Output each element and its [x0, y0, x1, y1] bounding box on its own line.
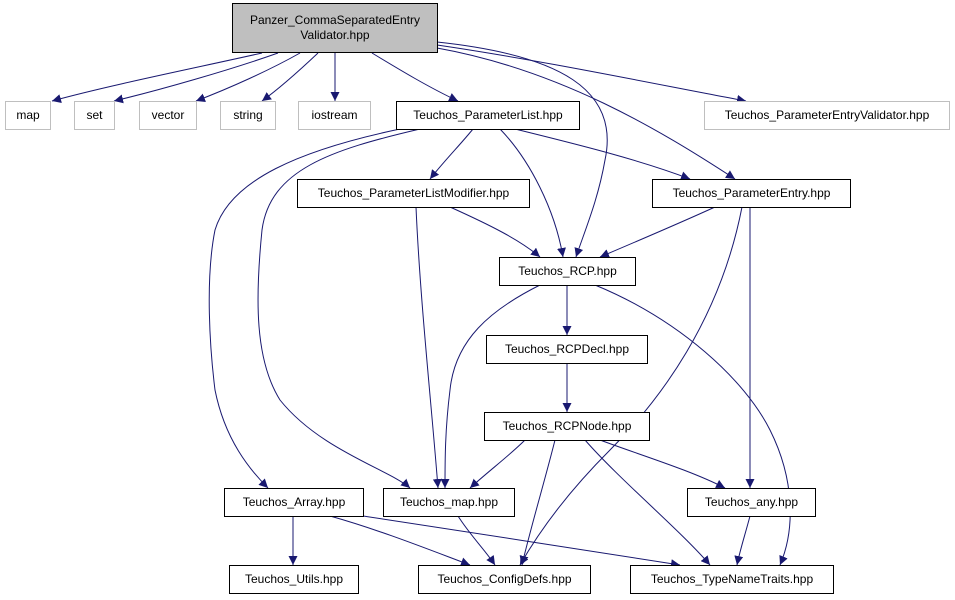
- edge-root-to-string: [261, 52, 319, 102]
- node-box: [229, 565, 359, 594]
- edge-root-to-rcp: [436, 41, 608, 258]
- node-set: set: [74, 101, 115, 130]
- node-pe[interactable]: Teuchos_ParameterEntry.hpp: [652, 179, 851, 208]
- node-box: [499, 257, 636, 286]
- node-tmap[interactable]: Teuchos_map.hpp: [383, 488, 515, 517]
- edge-rcp-to-tnt: [594, 284, 791, 566]
- edge-root-to-set: [113, 52, 279, 104]
- node-label: Teuchos_TypeNameTraits.hpp: [651, 572, 814, 586]
- edge-root-to-pe: [436, 47, 736, 180]
- node-array[interactable]: Teuchos_Array.hpp: [224, 488, 364, 517]
- node-layer: Panzer_CommaSeparatedEntryValidator.hppm…: [5, 3, 950, 594]
- edge-plist-to-pe: [514, 128, 691, 181]
- edge-plm-to-tmap: [415, 206, 442, 489]
- node-box: [220, 101, 276, 130]
- node-box: [383, 488, 515, 517]
- edge-tmap-to-cdefs: [457, 515, 496, 566]
- edge-plist-to-rcp: [499, 128, 566, 258]
- node-tnt[interactable]: Teuchos_TypeNameTraits.hpp: [630, 565, 834, 594]
- node-label: Teuchos_ParameterListModifier.hpp: [318, 186, 510, 200]
- node-label: Teuchos_ParameterEntry.hpp: [673, 186, 831, 200]
- node-utils[interactable]: Teuchos_Utils.hpp: [229, 565, 359, 594]
- node-box: [297, 179, 530, 208]
- node-cdefs[interactable]: Teuchos_ConfigDefs.hpp: [418, 565, 591, 594]
- edge-layer: [51, 41, 791, 569]
- edge-plm-to-rcp: [449, 206, 541, 258]
- node-label: iostream: [311, 108, 357, 122]
- node-box: [630, 565, 834, 594]
- node-label: set: [86, 108, 103, 122]
- node-label: Teuchos_RCPDecl.hpp: [505, 342, 629, 356]
- edge-plist-to-tmap: [257, 128, 421, 489]
- edge-plist-to-array: [208, 128, 401, 489]
- edge-array-to-tnt: [362, 515, 681, 569]
- edge-rcpnode-to-tmap: [469, 439, 526, 489]
- edge-root-to-map: [51, 52, 263, 103]
- edge-rcpnode-to-any: [599, 439, 726, 489]
- node-pev: Teuchos_ParameterEntryValidator.hpp: [704, 101, 950, 130]
- edge-root-to-plist: [371, 52, 459, 102]
- node-box: [652, 179, 851, 208]
- node-rcpdecl[interactable]: Teuchos_RCPDecl.hpp: [486, 335, 648, 364]
- node-label: Teuchos_any.hpp: [705, 495, 799, 509]
- node-label: Validator.hpp: [300, 28, 369, 42]
- node-label: Panzer_CommaSeparatedEntry: [250, 13, 420, 27]
- node-box: [5, 101, 51, 130]
- node-box: [224, 488, 364, 517]
- node-label: Teuchos_RCPNode.hpp: [503, 419, 632, 433]
- node-box: [486, 335, 648, 364]
- node-any[interactable]: Teuchos_any.hpp: [687, 488, 816, 517]
- node-label: Teuchos_ParameterList.hpp: [413, 108, 563, 122]
- node-label: string: [233, 108, 262, 122]
- node-iostream: iostream: [298, 101, 371, 130]
- node-label: Teuchos_RCP.hpp: [518, 264, 617, 278]
- node-label: Teuchos_ConfigDefs.hpp: [437, 572, 571, 586]
- node-rcp[interactable]: Teuchos_RCP.hpp: [499, 257, 636, 286]
- edge-array-to-cdefs: [329, 515, 471, 567]
- node-box: [418, 565, 591, 594]
- edge-rcpnode-to-tnt: [584, 439, 711, 566]
- node-label: vector: [152, 108, 185, 122]
- node-label: Teuchos_map.hpp: [400, 495, 498, 509]
- node-map: map: [5, 101, 51, 130]
- edge-pe-to-rcp: [599, 206, 716, 258]
- node-box: [298, 101, 371, 130]
- edge-plist-to-plm: [429, 128, 474, 180]
- edge-root-to-pev: [436, 44, 747, 104]
- node-label: map: [16, 108, 40, 122]
- node-string: string: [220, 101, 276, 130]
- node-box: [704, 101, 950, 130]
- node-box: [484, 412, 650, 441]
- edge-rcp-to-tmap: [440, 284, 541, 489]
- node-label: Teuchos_ParameterEntryValidator.hpp: [725, 108, 930, 122]
- edge-rcpnode-to-cdefs: [519, 439, 556, 566]
- node-label: Teuchos_Utils.hpp: [245, 572, 343, 586]
- node-plist[interactable]: Teuchos_ParameterList.hpp: [396, 101, 580, 130]
- node-plm[interactable]: Teuchos_ParameterListModifier.hpp: [297, 179, 530, 208]
- edge-any-to-tnt: [734, 515, 751, 566]
- node-box: [687, 488, 816, 517]
- node-box: [396, 101, 580, 130]
- node-box: [74, 101, 115, 130]
- node-vector: vector: [139, 101, 197, 130]
- node-box: [232, 3, 438, 53]
- node-rcpnode[interactable]: Teuchos_RCPNode.hpp: [484, 412, 650, 441]
- node-label: Teuchos_Array.hpp: [243, 495, 346, 509]
- node-box: [139, 101, 197, 130]
- edge-root-to-vector: [195, 52, 301, 102]
